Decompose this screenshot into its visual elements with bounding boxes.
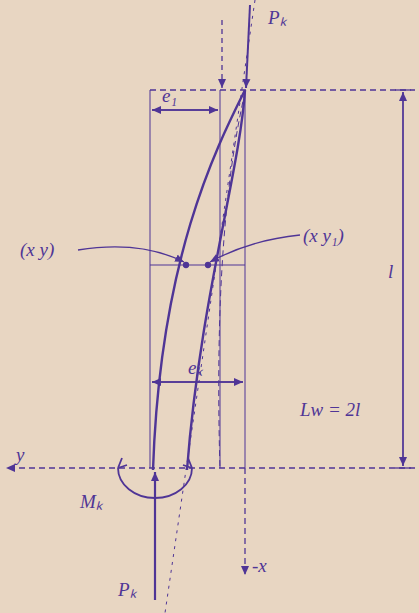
moment-label: Mₖ (80, 492, 103, 511)
dimension-label: e₁ (162, 86, 177, 105)
force-label: Pₖ (118, 580, 137, 599)
force-label: Pₖ (268, 8, 287, 27)
axis-label: -x (252, 556, 267, 575)
dimension-label: eₖ (188, 358, 203, 377)
dimension-label: l (388, 262, 393, 281)
point-label: (x y₁) (303, 226, 344, 245)
axis-label: y (16, 445, 24, 464)
point-label: (x y) (20, 240, 54, 259)
dimension-label: Lw = 2l (300, 400, 360, 419)
